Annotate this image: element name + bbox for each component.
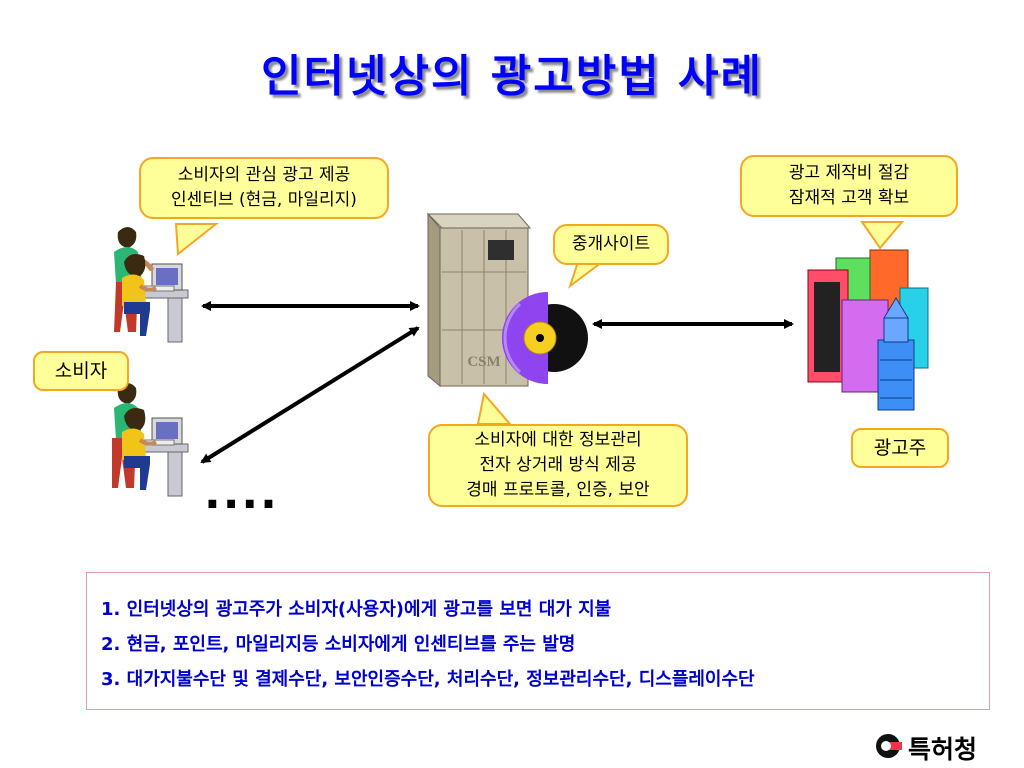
kipo-logo-icon xyxy=(876,734,902,758)
consumer-figure-top xyxy=(114,227,189,343)
consumer-benefit-bubble: 소비자의 관심 광고 제공 인센티브 (현금, 마일리지) xyxy=(139,157,389,219)
bubble-line: 인센티브 (현금, 마일리지) xyxy=(171,190,357,210)
bubble-line: 소비자에 대한 정보관리 xyxy=(474,430,642,450)
bubble-line: 잠재적 고객 확보 xyxy=(788,188,910,208)
arrow-consumer-bottom xyxy=(200,326,420,464)
csm-server-label: CSM xyxy=(467,354,501,370)
more-consumers-ellipsis: .... xyxy=(204,468,279,519)
claim-3: 3. 대가지불수단 및 결제수단, 보안인증수단, 처리수단, 정보관리수단, … xyxy=(101,669,755,690)
bubble-line: 광고 제작비 절감 xyxy=(788,163,910,183)
bubble-line: 소비자의 관심 광고 제공 xyxy=(177,165,351,185)
broker-disc xyxy=(502,292,588,384)
bubble-line: 전자 상거래 방식 제공 xyxy=(479,455,637,475)
advertiser-benefit-bubble: 광고 제작비 절감 잠재적 고객 확보 xyxy=(740,155,958,217)
consumer-figure-bottom xyxy=(112,383,189,497)
consumer-label: 소비자 xyxy=(33,351,129,391)
logo-text: 특허청 xyxy=(908,735,978,764)
bubble-line: 경매 프로토콜, 인증, 보안 xyxy=(466,480,650,500)
claims-box: 1. 인터넷상의 광고주가 소비자(사용자)에게 광고를 보면 대가 지불 2.… xyxy=(86,572,990,710)
kipo-logo: 특허청 xyxy=(872,730,1002,764)
advertiser-buildings xyxy=(807,249,929,411)
csm-functions-bubble: 소비자에 대한 정보관리 전자 상거래 방식 제공 경매 프로토콜, 인증, 보… xyxy=(428,424,688,507)
page-title: 인터넷상의 광고방법 사례 xyxy=(261,51,763,102)
advertiser-label: 광고주 xyxy=(851,428,949,468)
claim-2: 2. 현금, 포인트, 마일리지등 소비자에게 인센티브를 주는 발명 xyxy=(101,634,576,655)
bubble-line: 중개사이트 xyxy=(571,234,651,254)
claim-1: 1. 인터넷상의 광고주가 소비자(사용자)에게 광고를 보면 대가 지불 xyxy=(101,599,612,620)
broker-site-bubble: 중개사이트 xyxy=(553,224,669,265)
